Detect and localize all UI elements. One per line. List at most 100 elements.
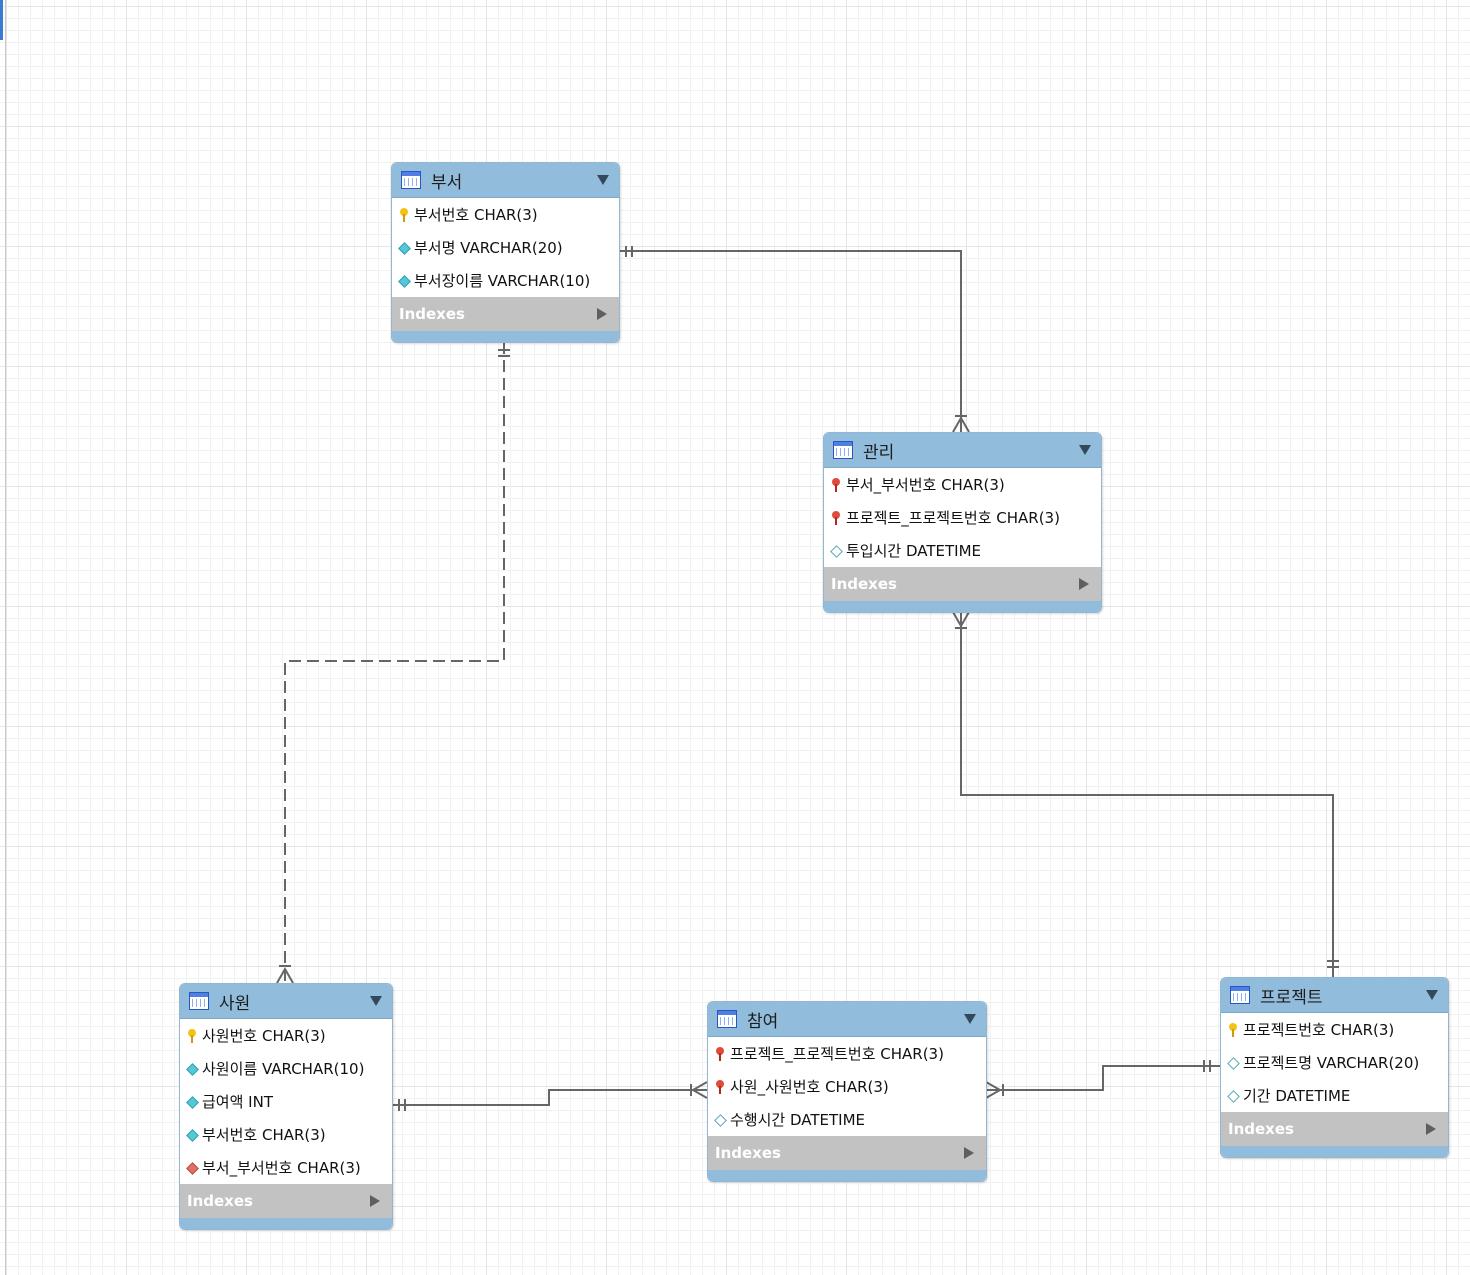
table-gwanri[interactable]: 관리 부서_부서번호 CHAR(3) 프로젝트_프로젝트번호 CHAR(3) 투… — [823, 432, 1102, 613]
foreign-key-icon — [831, 510, 841, 525]
nullable-column-icon — [715, 1113, 725, 1127]
foreign-key-icon — [715, 1046, 725, 1061]
column-row[interactable]: 기간 DATETIME — [1221, 1079, 1448, 1112]
column-row[interactable]: 사원번호 CHAR(3) — [180, 1019, 392, 1052]
foreign-key-column-icon — [187, 1161, 197, 1175]
column-label: 사원_사원번호 CHAR(3) — [730, 1078, 889, 1096]
collapse-arrow-icon[interactable] — [597, 175, 609, 185]
column-label: 기간 DATETIME — [1243, 1087, 1351, 1105]
primary-key-icon — [187, 1028, 197, 1043]
column-label: 수행시간 DATETIME — [730, 1111, 865, 1129]
column-row[interactable]: 부서명 VARCHAR(20) — [392, 231, 619, 264]
indexes-label: Indexes — [399, 305, 465, 323]
column-label: 부서명 VARCHAR(20) — [414, 239, 563, 257]
table-icon — [833, 441, 853, 459]
relationship-busuh-gwanri[interactable] — [620, 250, 962, 432]
expand-arrow-icon[interactable] — [1426, 1123, 1436, 1135]
primary-key-icon — [399, 207, 409, 222]
column-label: 부서장이름 VARCHAR(10) — [414, 272, 591, 290]
table-icon — [1230, 986, 1250, 1004]
not-null-column-icon — [399, 241, 409, 255]
indexes-section[interactable]: Indexes — [708, 1136, 986, 1170]
table-footer — [392, 331, 619, 342]
column-row[interactable]: 수행시간 DATETIME — [708, 1103, 986, 1136]
table-busuh[interactable]: 부서 부서번호 CHAR(3) 부서명 VARCHAR(20) 부서장이름 VA… — [391, 162, 620, 343]
table-icon — [717, 1010, 737, 1028]
canvas-left-border — [5, 0, 6, 1275]
table-header[interactable]: 사원 — [180, 984, 392, 1019]
not-null-column-icon — [187, 1128, 197, 1142]
indexes-label: Indexes — [715, 1144, 781, 1162]
table-project[interactable]: 프로젝트 프로젝트번호 CHAR(3) 프로젝트명 VARCHAR(20) 기간… — [1220, 977, 1449, 1158]
column-row[interactable]: 프로젝트번호 CHAR(3) — [1221, 1013, 1448, 1046]
column-label: 부서_부서번호 CHAR(3) — [846, 476, 1005, 494]
column-row[interactable]: 부서번호 CHAR(3) — [180, 1118, 392, 1151]
not-null-column-icon — [187, 1095, 197, 1109]
foreign-key-icon — [715, 1079, 725, 1094]
collapse-arrow-icon[interactable] — [964, 1014, 976, 1024]
column-row[interactable]: 부서_부서번호 CHAR(3) — [824, 468, 1101, 501]
table-title: 참여 — [747, 1011, 779, 1032]
table-footer — [180, 1218, 392, 1229]
column-row[interactable]: 투입시간 DATETIME — [824, 534, 1101, 567]
column-label: 프로젝트_프로젝트번호 CHAR(3) — [846, 509, 1060, 527]
column-label: 부서번호 CHAR(3) — [202, 1126, 326, 1144]
table-icon — [189, 992, 209, 1010]
column-row[interactable]: 부서장이름 VARCHAR(10) — [392, 264, 619, 297]
table-footer — [708, 1170, 986, 1181]
nullable-column-icon — [1228, 1089, 1238, 1103]
table-header[interactable]: 관리 — [824, 433, 1101, 468]
column-row[interactable]: 사원이름 VARCHAR(10) — [180, 1052, 392, 1085]
column-row[interactable]: 부서번호 CHAR(3) — [392, 198, 619, 231]
table-header[interactable]: 부서 — [392, 163, 619, 198]
foreign-key-icon — [831, 477, 841, 492]
column-row[interactable]: 프로젝트_프로젝트번호 CHAR(3) — [824, 501, 1101, 534]
table-chamyeo[interactable]: 참여 프로젝트_프로젝트번호 CHAR(3) 사원_사원번호 CHAR(3) 수… — [707, 1001, 987, 1182]
indexes-section[interactable]: Indexes — [1221, 1112, 1448, 1146]
relationship-project-chamyeo[interactable] — [986, 1065, 1220, 1091]
column-row[interactable]: 사원_사원번호 CHAR(3) — [708, 1070, 986, 1103]
column-label: 사원번호 CHAR(3) — [202, 1027, 326, 1045]
expand-arrow-icon[interactable] — [1079, 578, 1089, 590]
expand-arrow-icon[interactable] — [964, 1147, 974, 1159]
expand-arrow-icon[interactable] — [597, 308, 607, 320]
table-title: 사원 — [219, 993, 251, 1014]
column-label: 부서_부서번호 CHAR(3) — [202, 1159, 361, 1177]
column-row[interactable]: 프로젝트_프로젝트번호 CHAR(3) — [708, 1037, 986, 1070]
column-row[interactable]: 급여액 INT — [180, 1085, 392, 1118]
indexes-label: Indexes — [187, 1192, 253, 1210]
column-row[interactable]: 프로젝트명 VARCHAR(20) — [1221, 1046, 1448, 1079]
collapse-arrow-icon[interactable] — [370, 996, 382, 1006]
not-null-column-icon — [399, 274, 409, 288]
relationship-project-gwanri[interactable] — [960, 612, 1334, 977]
column-label: 프로젝트번호 CHAR(3) — [1243, 1021, 1395, 1039]
column-row[interactable]: 부서_부서번호 CHAR(3) — [180, 1151, 392, 1184]
column-label: 투입시간 DATETIME — [846, 542, 981, 560]
expand-arrow-icon[interactable] — [370, 1195, 380, 1207]
collapse-arrow-icon[interactable] — [1426, 990, 1438, 1000]
table-title: 관리 — [863, 442, 895, 463]
collapse-arrow-icon[interactable] — [1079, 445, 1091, 455]
canvas-edge-marker — [0, 0, 3, 40]
table-title: 부서 — [431, 172, 463, 193]
column-label: 부서번호 CHAR(3) — [414, 206, 538, 224]
table-header[interactable]: 참여 — [708, 1002, 986, 1037]
column-label: 프로젝트명 VARCHAR(20) — [1243, 1054, 1420, 1072]
table-footer — [1221, 1146, 1448, 1157]
indexes-section[interactable]: Indexes — [180, 1184, 392, 1218]
indexes-section[interactable]: Indexes — [392, 297, 619, 331]
column-label: 급여액 INT — [202, 1093, 273, 1111]
indexes-section[interactable]: Indexes — [824, 567, 1101, 601]
table-header[interactable]: 프로젝트 — [1221, 978, 1448, 1013]
table-sawon[interactable]: 사원 사원번호 CHAR(3) 사원이름 VARCHAR(10) 급여액 INT… — [179, 983, 393, 1230]
indexes-label: Indexes — [831, 575, 897, 593]
table-title: 프로젝트 — [1260, 987, 1323, 1008]
nullable-column-icon — [1228, 1056, 1238, 1070]
column-label: 프로젝트_프로젝트번호 CHAR(3) — [730, 1045, 944, 1063]
table-footer — [824, 601, 1101, 612]
nullable-column-icon — [831, 544, 841, 558]
indexes-label: Indexes — [1228, 1120, 1294, 1138]
relationship-sawon-chamyeo[interactable] — [392, 1089, 707, 1106]
relationship-busuh-sawon[interactable] — [284, 342, 505, 983]
